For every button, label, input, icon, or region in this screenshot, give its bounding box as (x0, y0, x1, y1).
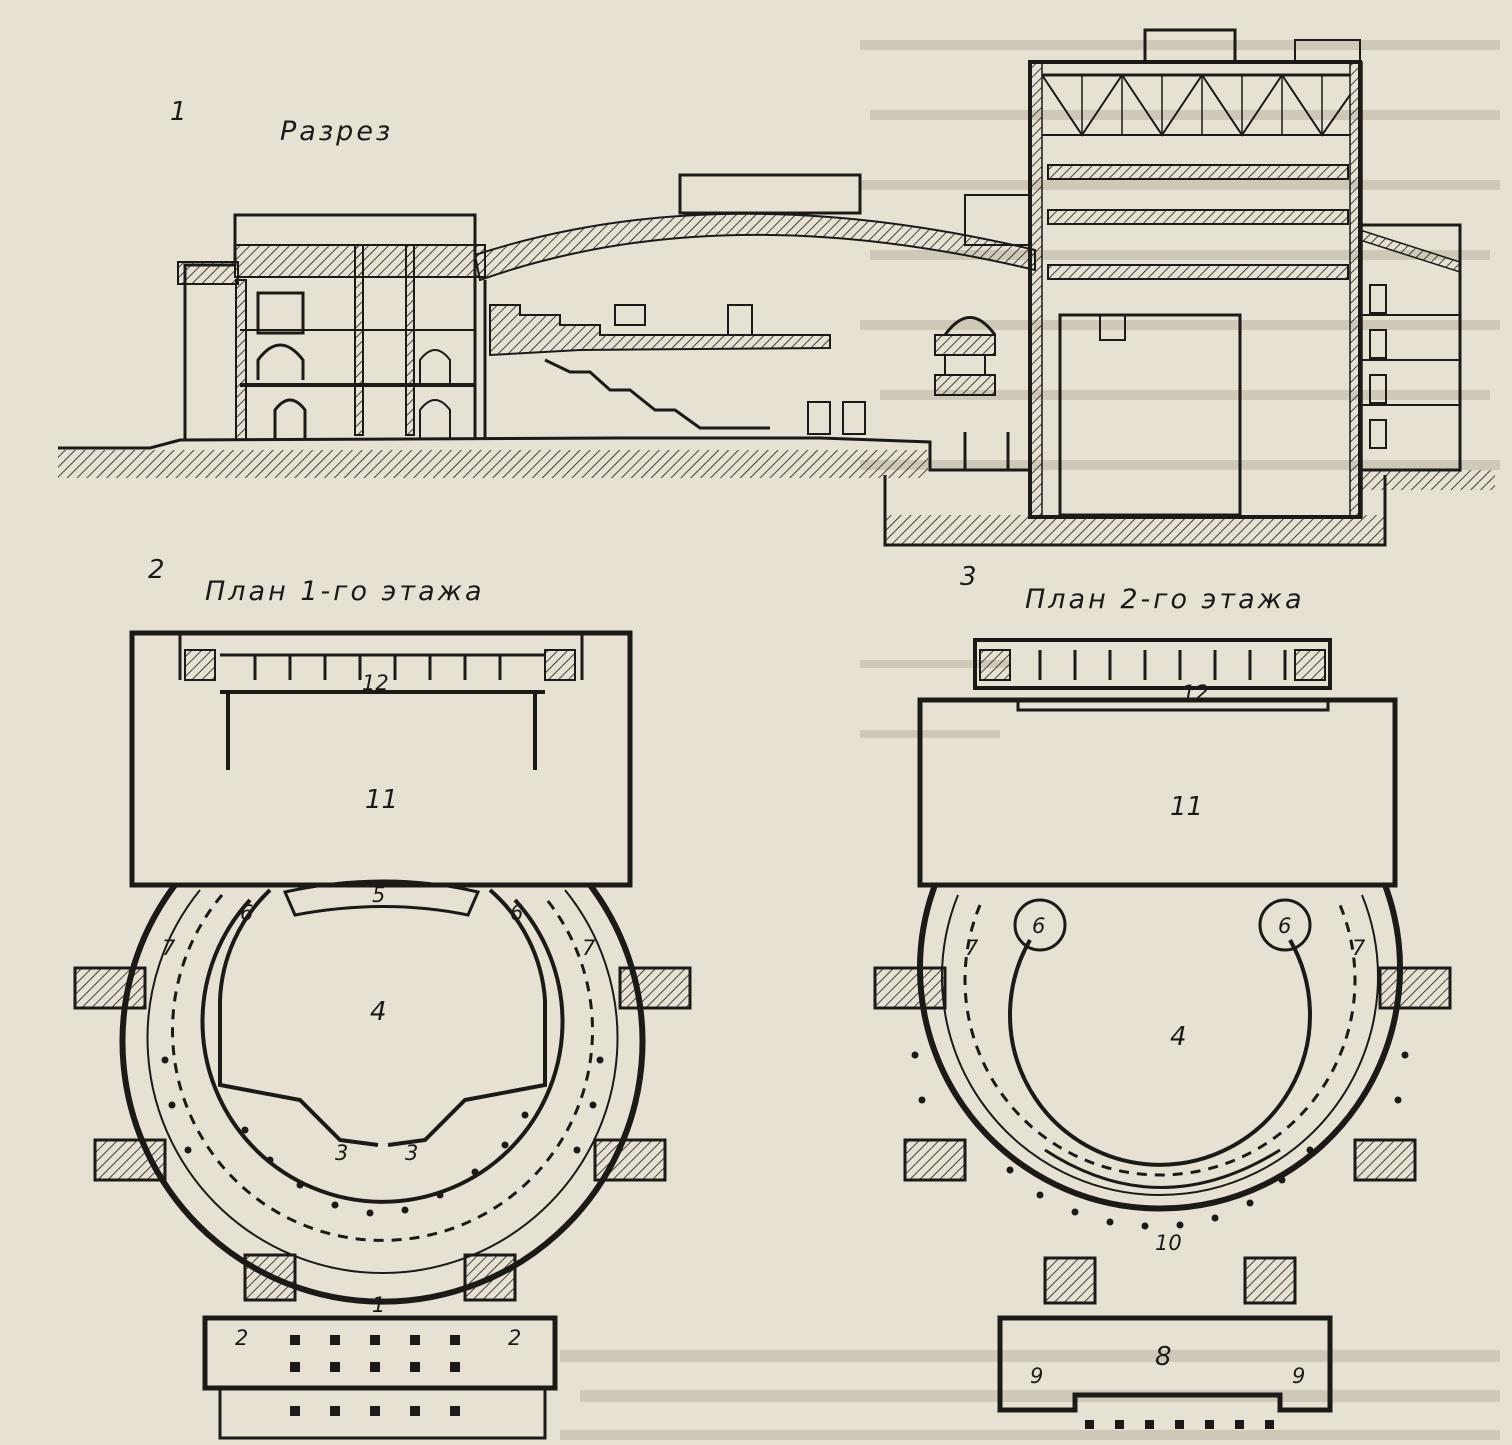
plan1-room-7a: 7 (162, 936, 176, 960)
ground-hatch-left (58, 450, 928, 478)
ground-line (58, 436, 1030, 472)
plan2-room-9a: 9 (1030, 1364, 1043, 1388)
front-arch-lower (273, 398, 307, 440)
front-wall-left (235, 279, 247, 441)
front-cornice (177, 261, 239, 285)
plan1-number: 2 (148, 555, 165, 585)
parterre-steps (544, 358, 770, 430)
plan1-vestibule (202, 1315, 558, 1391)
plan1-seating-dots (161, 1056, 604, 1217)
stage-pit-hatch (885, 515, 1385, 545)
balcony-box-2 (727, 304, 753, 336)
plan1-title: План 1-го этажа (205, 576, 485, 607)
plan1-orchestra-pit (282, 879, 481, 917)
plan2-room-6b: 6 (1278, 914, 1291, 938)
plan2-room-10: 10 (1155, 1231, 1182, 1255)
plan2-inner-gallery (1044, 1148, 1281, 1189)
section-title: Разрез (280, 116, 393, 147)
plan2-number: 3 (960, 562, 977, 592)
plan1-room-1: 1 (372, 1293, 385, 1317)
plan1-ring-3 (171, 894, 594, 1242)
plan2-room-9b: 9 (1292, 1364, 1305, 1388)
plan2-title: План 2-го этажа (1025, 584, 1305, 615)
plan2-room-4: 4 (1170, 1022, 1187, 1052)
plan2-stage-block (917, 697, 1398, 888)
plan2-outer-ring (917, 883, 1403, 1212)
section-drawing: 1 Разрез (58, 28, 1495, 547)
plan1-porch (218, 1388, 547, 1440)
foyer-arch-2 (419, 399, 451, 440)
annex-roof (1359, 228, 1461, 274)
plan2-room-12: 12 (1182, 681, 1209, 705)
plan2-stairs (873, 649, 1452, 1305)
foyer-arch-1 (419, 349, 451, 385)
plan1-room-2b: 2 (508, 1326, 521, 1350)
front-wall-mid (354, 244, 364, 436)
plan1-dressing-partitions (253, 655, 502, 680)
plan1-room-6b: 6 (510, 901, 523, 925)
section-number: 1 (170, 97, 187, 127)
plan2-dressing-partitions (1038, 650, 1287, 680)
plan2-inner-hall (1008, 939, 1312, 1167)
plan1-stage-block (129, 630, 633, 888)
plan-first-floor: 2 План 1-го этажа 12 11 (73, 555, 692, 1440)
plan2-foyer (997, 1315, 1333, 1413)
plan1-outer-ring (119, 883, 646, 1305)
front-wall-mid2 (405, 244, 415, 436)
plan1-vestibule-columns (290, 1335, 460, 1416)
plan1-inner-hall (218, 888, 547, 1147)
auditorium-roof (473, 212, 1036, 282)
plan2-rear-wall (1016, 698, 1330, 712)
plan2-box-left (1013, 898, 1067, 952)
plan1-room-7b: 7 (582, 936, 596, 960)
plan2-box-right (1258, 898, 1312, 952)
orchestra-door-1 (807, 401, 831, 435)
plan2-room-7a: 7 (965, 936, 979, 960)
plan2-seating-dots (911, 1051, 1409, 1230)
plan1-room-4: 4 (370, 997, 387, 1027)
plan2-dressing-strip (973, 638, 1332, 690)
fly-tower (1028, 28, 1363, 519)
plan1-room-6a: 6 (240, 901, 253, 925)
plan-second-floor: 3 План 2-го этажа 12 11 (873, 562, 1452, 1429)
balcony-box (614, 304, 646, 326)
plan2-room-11: 11 (1170, 792, 1203, 822)
plan2-ring-3 (963, 904, 1357, 1177)
plan1-room-2a: 2 (235, 1326, 248, 1350)
plan1-ring-4 (200, 898, 565, 1204)
plan1-ring-2 (146, 889, 619, 1274)
plan2-room-8: 8 (1155, 1342, 1172, 1372)
plan2-foyer-columns (1085, 1420, 1274, 1429)
rear-annex (1360, 223, 1462, 472)
plan2-ring-2 (941, 894, 1379, 1196)
ground-hatch-right (1360, 470, 1495, 490)
orchestra-door-2 (842, 401, 866, 435)
chandelier (934, 316, 997, 396)
plan1-room-12: 12 (362, 671, 389, 695)
plan2-room-7b: 7 (1352, 936, 1366, 960)
roof-lantern (678, 173, 862, 215)
plan1-room-3a: 3 (335, 1141, 348, 1165)
balcony (489, 304, 831, 357)
plan1-room-11: 11 (365, 785, 398, 815)
plan1-room-5: 5 (372, 883, 385, 907)
understage-shaft (963, 432, 1010, 470)
front-window (256, 291, 305, 335)
plan1-stairs (73, 649, 692, 1302)
annex-windows (1369, 284, 1387, 449)
front-arch-upper (256, 343, 305, 380)
plan1-room-3b: 3 (405, 1141, 418, 1165)
plan2-room-6a: 6 (1032, 914, 1045, 938)
